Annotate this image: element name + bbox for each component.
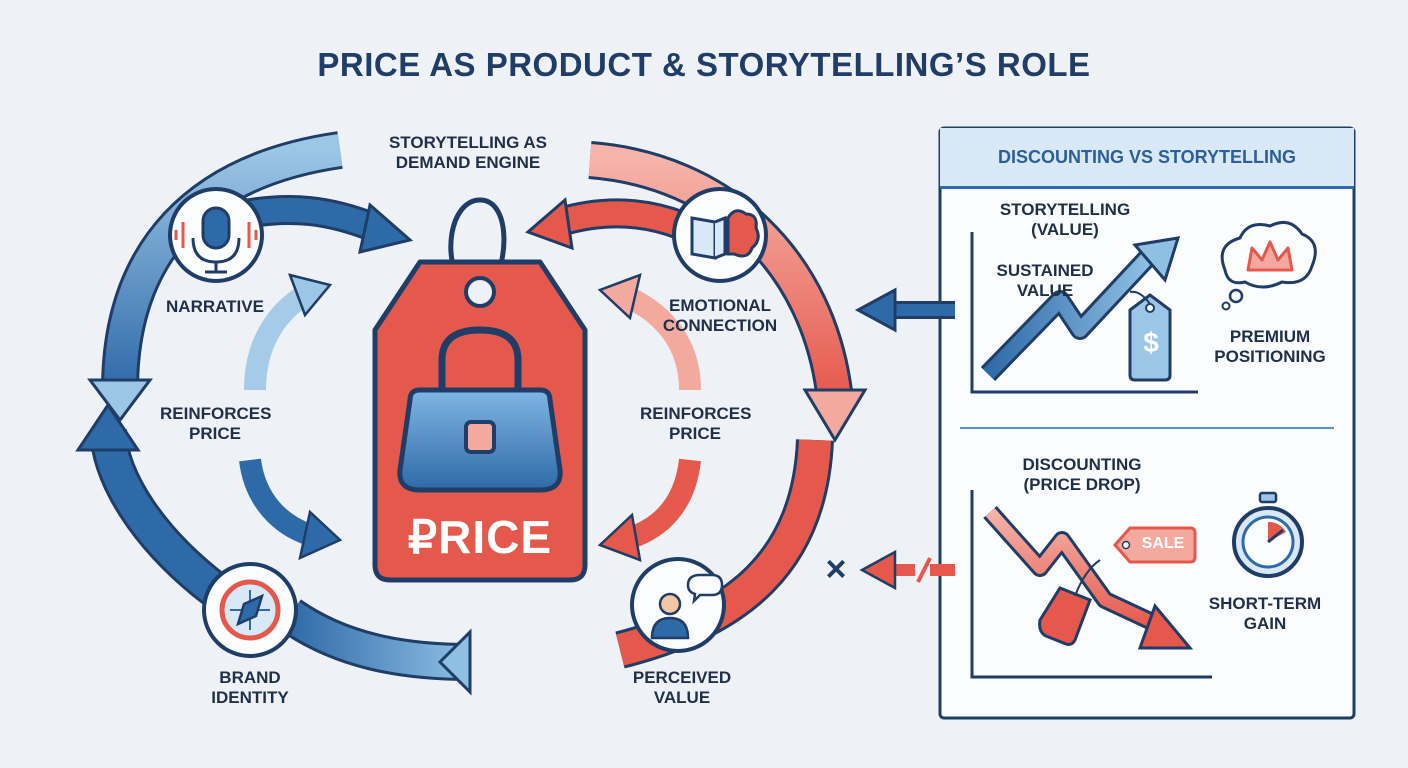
label-discounting-price-drop: DISCOUNTING (PRICE DROP) — [1022, 455, 1142, 494]
dollar-sign: $ — [1143, 327, 1159, 358]
label-reinforces-price-right: REINFORCES PRICE — [640, 404, 752, 443]
microphone-icon — [168, 187, 264, 283]
sale-label: SALE — [1141, 535, 1185, 552]
label-narrative: NARRATIVE — [166, 297, 264, 316]
page-title: PRICE AS PRODUCT & STORYTELLING’S ROLE — [317, 46, 1091, 83]
label-reinforces-price-left: REINFORCES PRICE — [160, 404, 272, 443]
falling-price-arrow — [983, 506, 1194, 650]
dollar-discount-tag-icon — [1038, 559, 1101, 646]
arrow-reinforce-left-up — [244, 285, 311, 391]
crown-thought-icon — [1220, 220, 1317, 311]
rising-value-arrow — [980, 236, 1181, 381]
label-emotional-connection: EMOTIONAL CONNECTION — [662, 296, 778, 335]
label-brand-identity: BRAND IDENTITY — [211, 668, 289, 707]
price-tag-text: ₽RICE — [407, 511, 553, 563]
label-perceived-value: PERCEIVED VALUE — [632, 668, 732, 707]
arrow-reinforce-right-down — [626, 458, 701, 549]
label-sustained-value: SUSTAINED VALUE — [996, 261, 1094, 300]
person-speech-icon — [630, 557, 726, 653]
stopwatch-icon — [1232, 491, 1304, 578]
book-brain-icon — [672, 187, 768, 283]
label-premium-positioning: PREMIUM POSITIONING — [1214, 327, 1326, 366]
sale-tag-icon — [1112, 526, 1197, 564]
arrow-reinforce-left-down — [239, 458, 314, 546]
label-storytelling-engine: STORYTELLING AS DEMAND ENGINE — [388, 133, 548, 172]
handbag-icon — [397, 326, 563, 493]
panel-heading: DISCOUNTING VS STORYTELLING — [940, 128, 1354, 189]
dollar-tag-icon — [1128, 290, 1172, 382]
label-storytelling-value: STORYTELLING (VALUE) — [999, 200, 1131, 239]
compass-icon — [202, 562, 298, 658]
blocked-x-mark: × — [825, 548, 847, 589]
panel-to-cycle-arrows — [854, 287, 955, 591]
arrow-reinforce-right-up — [624, 288, 701, 391]
label-short-term-gain: SHORT-TERM GAIN — [1208, 594, 1322, 633]
